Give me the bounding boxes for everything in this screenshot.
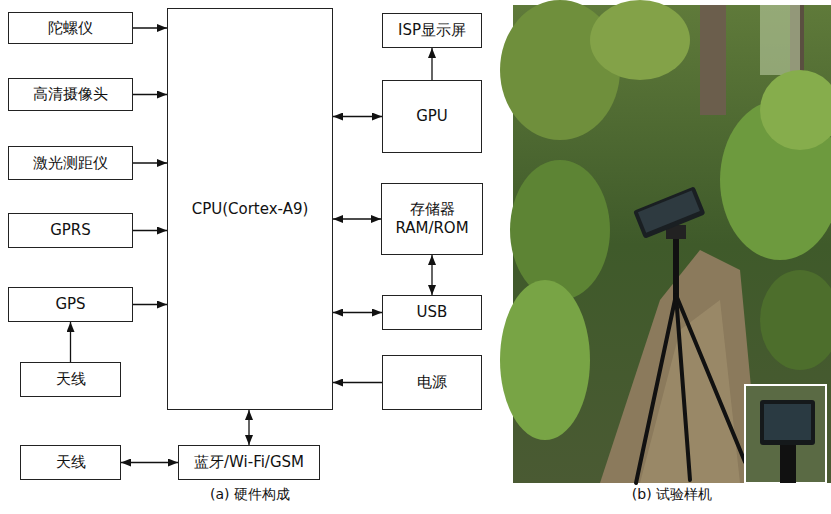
figure-caption: (a) 硬件构成 (207, 486, 293, 504)
forest-scene (500, 0, 831, 483)
foliage (760, 70, 831, 150)
port-box: USB (382, 295, 482, 330)
node-label: 激光测距仪 (33, 154, 108, 173)
tripod-column (780, 445, 796, 483)
tripod-leg (636, 295, 676, 483)
inset-frame (745, 385, 826, 483)
tripod-column (673, 235, 679, 300)
node-label: GPS (55, 295, 85, 314)
antenna-box: 天线 (20, 445, 121, 480)
module-box: GPS (8, 287, 133, 322)
connector-arrow (133, 230, 167, 231)
node-label: CPU(Cortex-A9) (192, 200, 309, 219)
memory-box: 存储器 RAM/ROM (381, 183, 483, 255)
cpu-box: CPU(Cortex-A9) (167, 8, 333, 410)
tripod-leg (676, 295, 745, 462)
foliage (510, 160, 610, 300)
connector-arrow (431, 255, 432, 295)
node-label: GPU (416, 107, 448, 126)
node-label: 天线 (56, 370, 86, 389)
node-label: 天线 (56, 453, 86, 472)
connector-arrow (70, 322, 71, 362)
sensor-box: 激光测距仪 (8, 146, 133, 180)
antenna-box: 天线 (20, 362, 121, 397)
module-box: GPRS (8, 213, 133, 248)
node-label: GPRS (50, 221, 91, 240)
connector-arrow (133, 94, 167, 95)
foliage (500, 280, 590, 440)
connector-arrow (121, 462, 178, 463)
device-screen (764, 404, 811, 440)
wireless-box: 蓝牙/Wi-Fi/GSM (178, 445, 320, 480)
connector-arrow (133, 304, 167, 305)
sensor-box: 陀螺仪 (8, 12, 133, 44)
foliage (760, 270, 831, 370)
foliage (590, 0, 690, 80)
sensor-box: 高清摄像头 (8, 78, 133, 111)
node-label: 高清摄像头 (33, 85, 108, 104)
node-label: USB (417, 303, 448, 322)
connector-arrow (431, 48, 432, 80)
connector-arrow (333, 218, 381, 219)
node-label: 蓝牙/Wi-Fi/GSM (194, 453, 304, 472)
connector-arrow (133, 27, 167, 28)
display-box: ISP显示屏 (382, 13, 482, 48)
connector-arrow (333, 116, 382, 117)
sky-gap (760, 5, 800, 75)
power-box: 电源 (382, 355, 482, 410)
device (633, 186, 705, 239)
connector-arrow (248, 410, 249, 445)
connector-arrow (333, 382, 382, 383)
device-body (760, 400, 815, 445)
tree-trunk (700, 5, 726, 115)
node-label: 陀螺仪 (48, 19, 93, 38)
node-label: 存储器 RAM/ROM (388, 200, 476, 238)
figure-caption: (b) 试验样机 (629, 486, 715, 504)
gpu-box: GPU (382, 80, 482, 153)
device-screen (638, 191, 700, 233)
connector-arrow (133, 162, 167, 163)
inset-photo (745, 385, 826, 483)
dirt-path (600, 250, 760, 483)
tripod (636, 225, 745, 483)
device-body (633, 186, 705, 239)
node-label: 电源 (417, 373, 447, 392)
node-label: ISP显示屏 (398, 21, 466, 40)
connector-arrow (333, 312, 382, 313)
